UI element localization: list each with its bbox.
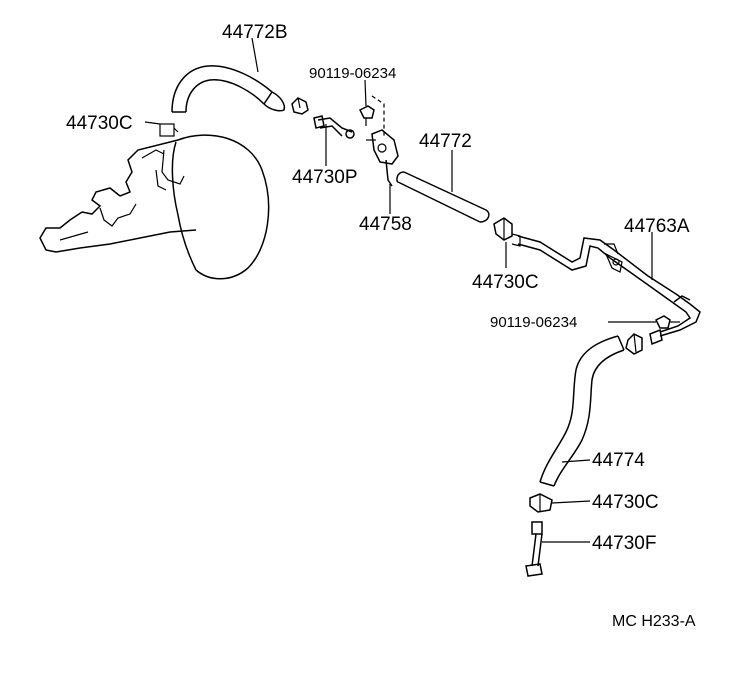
clip-lower-top (625, 333, 643, 355)
label-44730c-lower: 44730C (592, 492, 659, 513)
label-44730c-left: 44730C (66, 113, 133, 134)
clip-upper (291, 97, 309, 115)
bolt-top (358, 105, 375, 126)
hose-44772b (171, 65, 286, 113)
hose-44772 (396, 171, 490, 223)
hose-44774 (539, 335, 625, 487)
reference-code: MC H233-A (612, 613, 696, 630)
clip-middle (493, 217, 513, 241)
brake-booster-drawing (39, 123, 270, 280)
label-44730c-mid: 44730C (472, 272, 539, 293)
label-90119-top: 90119-06234 (309, 65, 396, 82)
bracket-44758 (366, 95, 399, 187)
label-44763a: 44763A (624, 216, 690, 237)
label-44730p: 44730P (292, 167, 358, 188)
label-44730f: 44730F (592, 533, 656, 554)
label-44774: 44774 (592, 450, 645, 471)
clip-lower (529, 493, 553, 513)
check-valve-44730p (313, 115, 355, 139)
label-44772: 44772 (419, 131, 472, 152)
fitting-44730f (525, 521, 543, 577)
pipe-44763a (511, 233, 701, 346)
bolt-right (654, 315, 680, 329)
label-44772b: 44772B (222, 22, 288, 43)
label-44758: 44758 (359, 214, 412, 235)
label-90119-right: 90119-06234 (490, 314, 577, 331)
leader-lines (144, 37, 656, 543)
